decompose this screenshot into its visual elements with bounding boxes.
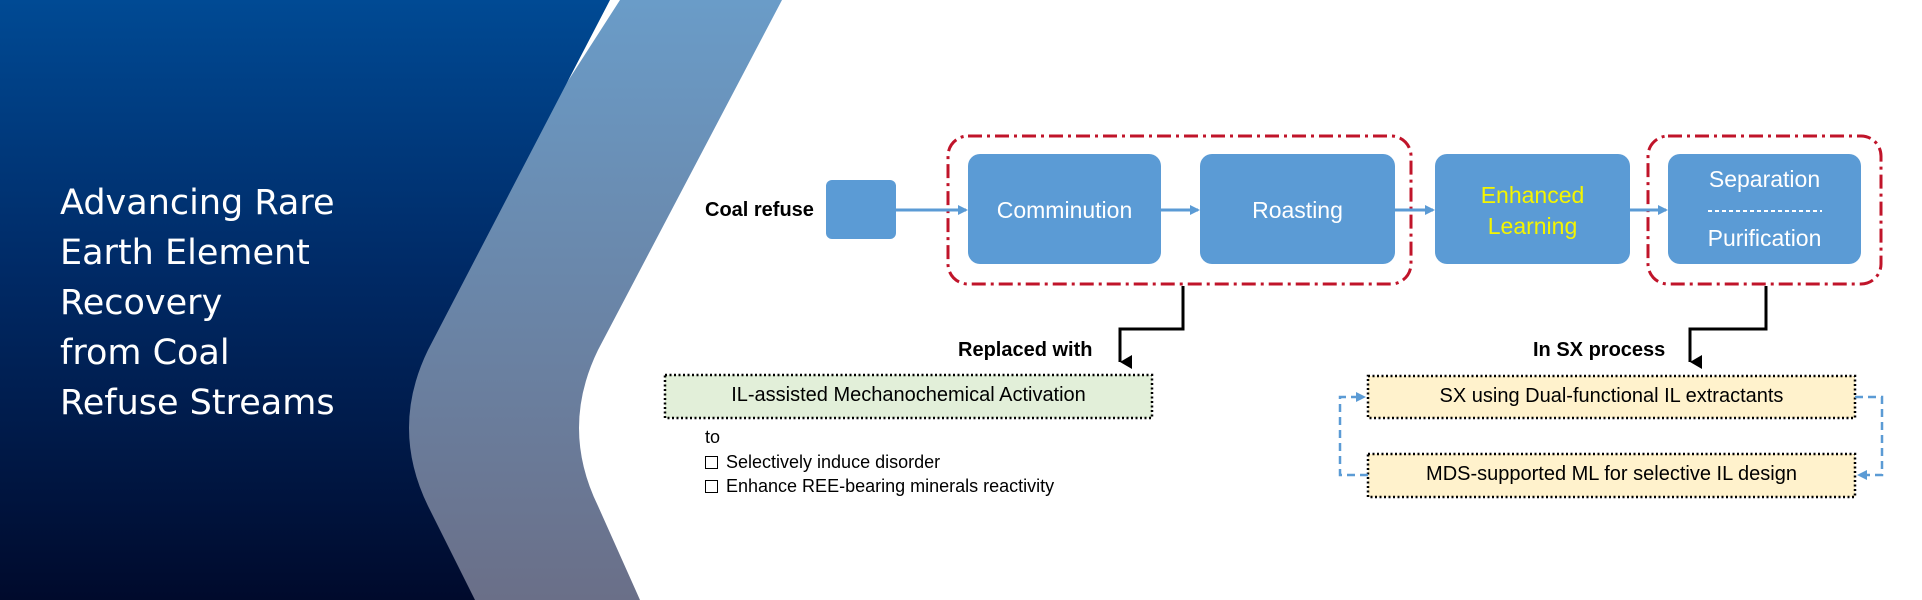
banner-title-line: Refuse Streams (60, 383, 335, 423)
roasting-label: Roasting (1252, 197, 1343, 223)
coal-refuse-label: Coal refuse (705, 199, 814, 221)
comminution-box (968, 154, 1161, 264)
banner-title-line: Advancing Rare (60, 183, 335, 223)
steel-chevron-band (377, 0, 782, 600)
enhanced-label-line: Enhanced (1480, 182, 1585, 208)
enhanced-label-line: Learning (1487, 213, 1578, 239)
sx-box-frame (1366, 374, 1857, 420)
il-activation-box: IL-assisted Mechanochemical Activation (731, 384, 1086, 406)
sx-box: SX using Dual-functional IL extractants (1439, 385, 1784, 407)
in-sx-process-label: In SX process (1533, 339, 1666, 361)
il-activation-box-frame (663, 373, 1154, 420)
banner-title-line: Recovery (60, 283, 223, 323)
separation-purification-box (1668, 154, 1861, 264)
roasting-box (1200, 154, 1395, 264)
separation-label: Separation (1708, 166, 1821, 192)
banner-title-line: from Coal (60, 333, 230, 373)
loop-left-arrow (1338, 392, 1368, 477)
enhanced-learning-box (1435, 154, 1630, 264)
to-label: to (705, 427, 721, 447)
checkbox-icon (705, 480, 718, 493)
banner-title-line: Earth Element (60, 233, 310, 273)
checklist-item: Selectively induce disorder (705, 452, 940, 473)
left-elbow-arrow (1118, 286, 1185, 369)
checkbox-icon (705, 456, 718, 469)
coal-refuse-box (826, 180, 896, 239)
right-elbow-arrow (1688, 286, 1768, 369)
banner-title: Advancing Rare Earth Element Recovery fr… (60, 178, 420, 428)
mds-box-frame (1366, 452, 1857, 499)
mds-box: MDS-supported ML for selective IL design (1426, 463, 1797, 485)
checklist-item-text: Selectively induce disorder (726, 452, 941, 472)
purification-label: Purification (1707, 225, 1822, 251)
enhanced-learning-label: Enhanced Learning (1435, 180, 1630, 242)
checklist-item-text: Enhance REE-bearing minerals reactivity (726, 476, 1055, 496)
loop-right-arrow (1855, 395, 1884, 480)
checklist-item: Enhance REE-bearing minerals reactivity (705, 476, 1054, 497)
replaced-with-label: Replaced with (958, 339, 1093, 361)
comminution-label: Comminution (996, 197, 1133, 223)
navy-banner-panel (0, 0, 610, 600)
